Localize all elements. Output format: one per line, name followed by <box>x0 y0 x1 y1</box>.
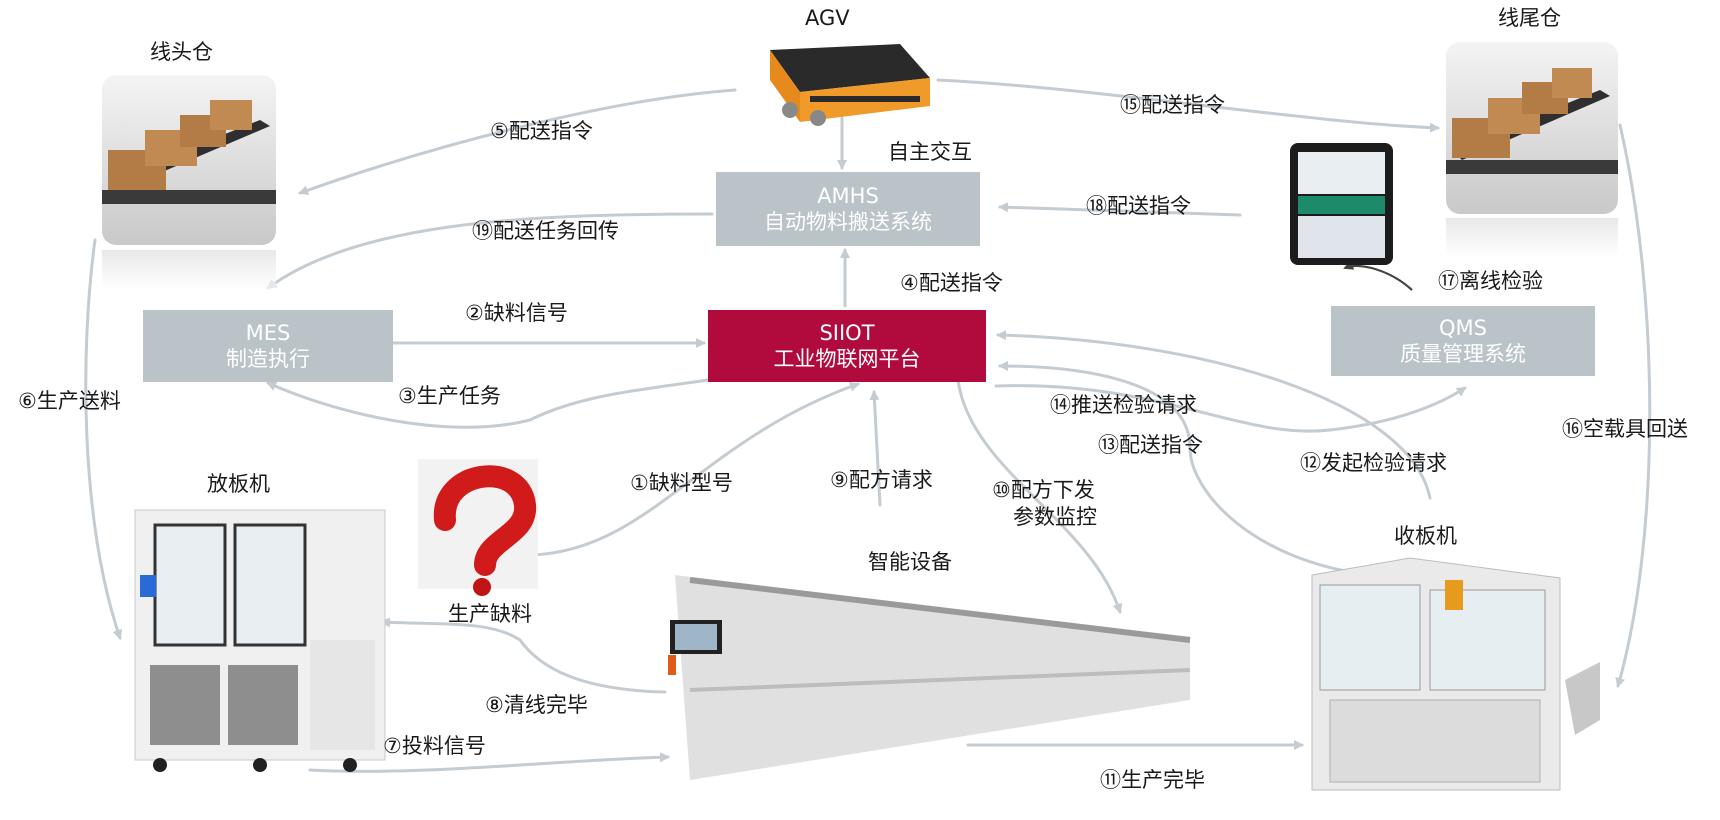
flow-label-9: ⑨配方请求 <box>830 468 933 492</box>
flow-label-10b: 参数监控 <box>1013 505 1097 529</box>
arrow-f18 <box>998 202 1242 217</box>
arrow-f15 <box>936 78 1440 133</box>
amhs-name: AMHS <box>817 183 879 208</box>
arrow-f13 <box>998 361 1372 577</box>
inspection-station-image <box>1290 143 1393 265</box>
arrow-f5 <box>298 88 737 196</box>
arrow-f10 <box>956 378 1123 614</box>
board-loader-image <box>134 509 386 772</box>
autonomous-label: 自主交互 <box>888 140 972 164</box>
siiot-name: SIIOT <box>819 320 875 345</box>
flow-label-8: ⑧清线完毕 <box>485 693 588 717</box>
flow-label-3: ③生产任务 <box>398 384 501 408</box>
line-tail-label: 线尾仓 <box>1498 6 1561 30</box>
mes-box: MES 制造执行 <box>143 310 393 382</box>
flow-label-7: ⑦投料信号 <box>383 734 486 758</box>
qms-box: QMS 质量管理系统 <box>1331 306 1595 376</box>
arrow-f19 <box>266 212 714 290</box>
arrow-f17 <box>1343 260 1413 291</box>
arrow-f14 <box>994 384 1467 433</box>
line-head-warehouse-image <box>102 75 276 290</box>
unloader-label: 收板机 <box>1394 524 1457 548</box>
qms-name: QMS <box>1439 315 1487 340</box>
flow-label-16: ⑯空载具回送 <box>1562 417 1688 441</box>
flow-label-4: ④配送指令 <box>900 271 1003 295</box>
flow-label-5: ⑤配送指令 <box>490 119 593 143</box>
line-tail-warehouse-image <box>1446 42 1618 258</box>
flow-label-19: ⑲配送任务回传 <box>472 219 619 243</box>
flow-label-18: ⑱配送指令 <box>1086 194 1191 218</box>
arrow-f7 <box>308 752 670 773</box>
flow-label-13: ⑬配送指令 <box>1098 433 1203 457</box>
flow-label-11: ⑪生产完毕 <box>1100 768 1205 792</box>
board-unloader-image <box>1311 557 1600 791</box>
flow-label-17: ⑰离线检验 <box>1438 269 1543 293</box>
flow-label-15: ⑮配送指令 <box>1120 93 1225 117</box>
arrow-f1 <box>530 381 860 557</box>
flow-label-14: ⑭推送检验请求 <box>1050 393 1197 417</box>
arrow-f9 <box>869 390 882 507</box>
siiot-box: SIIOT 工业物联网平台 <box>708 310 986 382</box>
arrow-f16 <box>1615 123 1652 688</box>
siiot-desc: 工业物联网平台 <box>773 347 921 371</box>
arrow-f3 <box>266 378 710 429</box>
arrow-f8 <box>380 617 667 694</box>
flow-label-1: ①缺料型号 <box>630 471 733 495</box>
loader-label: 放板机 <box>207 472 270 496</box>
amhs-box: AMHS 自动物料搬送系统 <box>716 172 980 246</box>
mes-desc: 制造执行 <box>226 347 310 371</box>
question-mark-image <box>418 459 538 596</box>
flow-label-2: ②缺料信号 <box>465 301 568 325</box>
flow-label-6: ⑥生产送料 <box>18 389 121 413</box>
flow-label-12: ⑫发起检验请求 <box>1300 451 1447 475</box>
agv-image <box>770 44 930 126</box>
line-head-label: 线头仓 <box>150 40 213 64</box>
smart-device-label: 智能设备 <box>868 550 952 574</box>
flow-label-10a: ⑩配方下发 <box>992 478 1095 502</box>
arrow-f12 <box>996 330 1432 500</box>
agv-label: AGV <box>805 6 850 30</box>
qms-desc: 质量管理系统 <box>1400 342 1526 366</box>
mes-name: MES <box>245 320 291 345</box>
amhs-desc: 自动物料搬送系统 <box>764 210 932 234</box>
smart-device-image <box>668 575 1191 780</box>
shortage-label: 生产缺料 <box>448 602 532 626</box>
arrow-f6 <box>84 238 123 640</box>
